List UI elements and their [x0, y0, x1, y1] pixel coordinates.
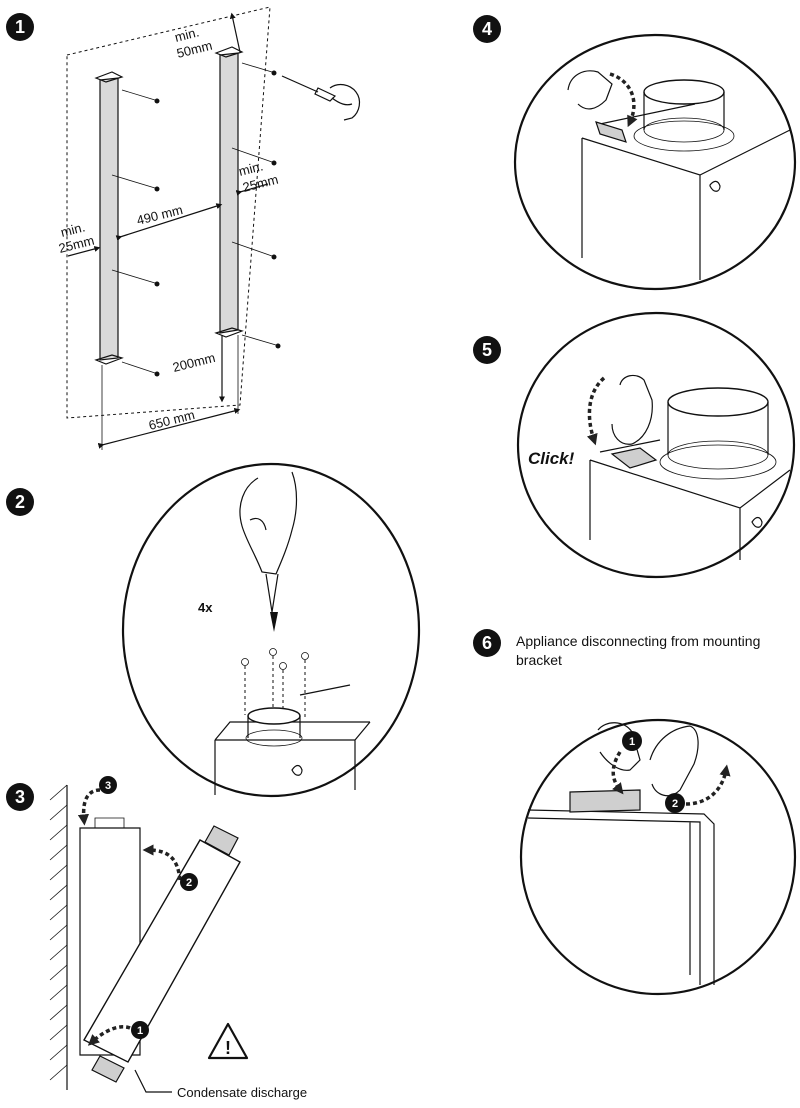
- step3-substep-1: 1: [137, 1025, 143, 1037]
- left-mounting-rail: [99, 77, 119, 361]
- step3-badge: 3: [6, 783, 34, 811]
- svg-text:4: 4: [482, 19, 492, 39]
- step2-screw-detail: 4x: [121, 462, 421, 798]
- warning-icon: !: [207, 1022, 249, 1060]
- screws-icon: [241, 648, 309, 720]
- svg-text:3: 3: [15, 787, 25, 807]
- step1-wall-mounting-diagram: min. 50mm min. 25mm min. 25mm 490 mm 650…: [57, 6, 361, 450]
- overall-width-label: 650 mm: [147, 407, 196, 433]
- step6-caption: Appliance disconnecting from mounting br…: [516, 633, 761, 668]
- wall-hatch: [49, 784, 68, 1081]
- step4-latch-open-detail: [513, 33, 797, 291]
- step6-substep-1: 1: [629, 736, 635, 748]
- hand-screwdriver-icon: [239, 471, 298, 632]
- overall-width-dimension: [97, 407, 241, 449]
- step3-substep-3: 3: [105, 780, 111, 792]
- step5-badge: 5: [473, 336, 501, 364]
- screw-count-label: 4x: [198, 600, 213, 615]
- svg-text:5: 5: [482, 340, 492, 360]
- condensate-discharge-label: Condensate discharge: [177, 1085, 307, 1100]
- step3-substep-2: 2: [186, 877, 192, 889]
- svg-text:1: 1: [15, 17, 25, 37]
- bottom-offset-label: 200mm: [171, 350, 217, 375]
- step6-badge: 6: [473, 629, 501, 657]
- step2-badge: 2: [6, 488, 34, 516]
- min-left-label: min.: [59, 219, 86, 239]
- step6-substep-2: 2: [672, 798, 678, 810]
- wall-screws: [111, 62, 281, 377]
- screwdriver-hand-icon: [281, 75, 361, 121]
- svg-text:2: 2: [15, 492, 25, 512]
- click-label: Click!: [528, 449, 575, 468]
- min-right-label: min.: [237, 158, 264, 178]
- step6-disconnect-detail: 1 2: [519, 718, 797, 996]
- step1-badge: 1: [6, 13, 34, 41]
- step3-hanging-diagram: 3 2 1 ! Condensate discharge: [49, 776, 307, 1100]
- step4-badge: 4: [473, 15, 501, 43]
- step5-latch-close-detail: Click!: [516, 311, 796, 579]
- min-top-label: min.: [173, 24, 200, 44]
- svg-text:6: 6: [482, 633, 492, 653]
- rail-spacing-dimension: [115, 203, 223, 241]
- right-mounting-rail: [219, 52, 239, 334]
- svg-text:!: !: [225, 1038, 231, 1058]
